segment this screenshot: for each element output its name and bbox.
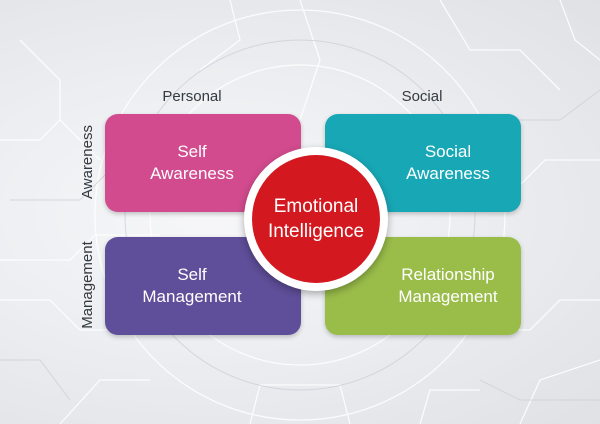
quadrant-self-management-label: Self Management bbox=[142, 265, 242, 306]
quadrant-relationship-management-label: Relationship Management bbox=[398, 265, 498, 306]
row-label-awareness: Awareness bbox=[79, 125, 96, 199]
center-label-emotional-intelligence: Emotional Intelligence bbox=[267, 196, 365, 242]
center-circle-fill: Emotional Intelligence bbox=[252, 155, 380, 283]
column-label-social: Social bbox=[401, 88, 443, 105]
quadrant-social-awareness-label: Social Awareness bbox=[406, 142, 490, 183]
column-label-personal: Personal bbox=[162, 88, 222, 105]
center-circle: Emotional Intelligence bbox=[244, 147, 388, 291]
row-label-management: Management bbox=[79, 241, 96, 329]
quadrant-self-awareness-label: Self Awareness bbox=[150, 142, 234, 183]
